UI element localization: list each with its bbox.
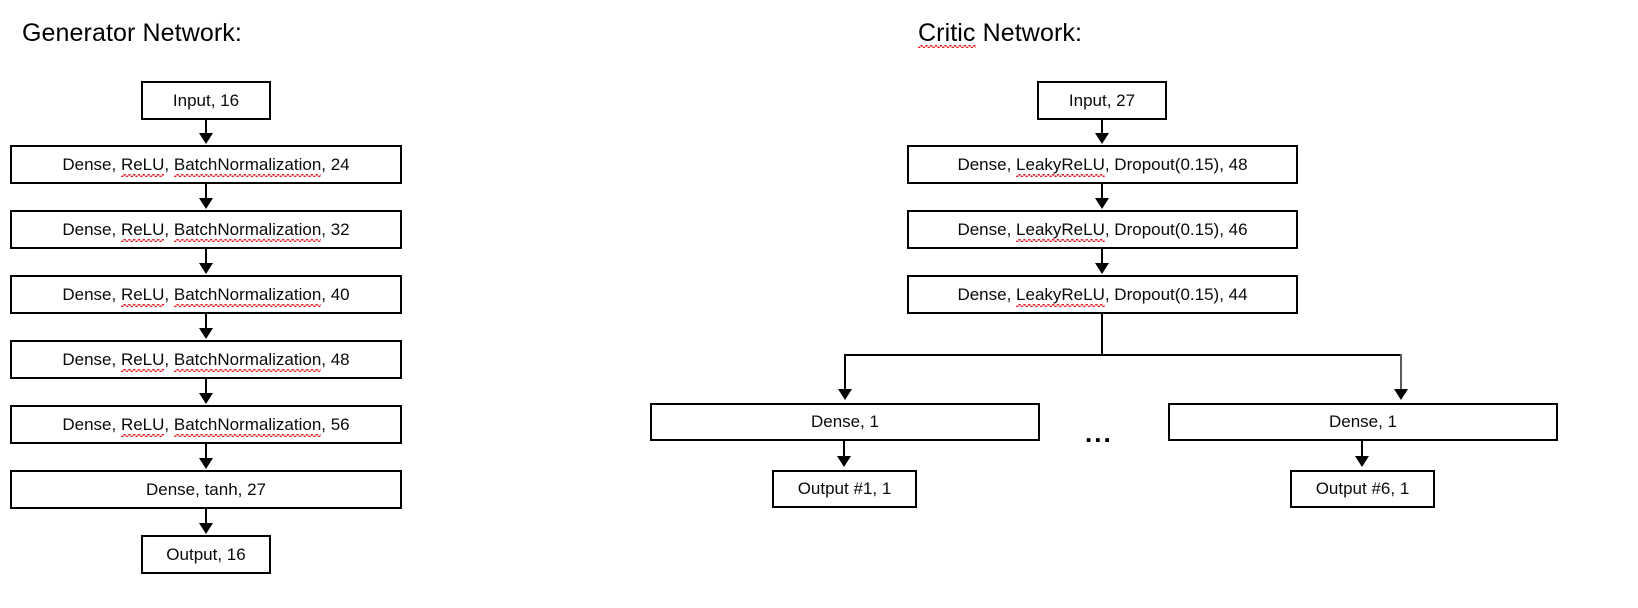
generator-arrowhead-dense48 bbox=[199, 328, 213, 339]
generator-edge-32-to-40 bbox=[205, 249, 207, 265]
critic-arrowhead-dense48 bbox=[1095, 133, 1109, 144]
critic-edge-input-to-dense48 bbox=[1101, 120, 1103, 137]
spellcheck-relu: ReLU bbox=[120, 414, 165, 437]
label-prefix: Dense, bbox=[62, 414, 121, 434]
label-suffix: , 56 bbox=[321, 414, 350, 434]
label-suffix: , 40 bbox=[321, 284, 350, 304]
critic-arrowhead-dense-head-6 bbox=[1394, 389, 1408, 400]
generator-arrowhead-dense40 bbox=[199, 263, 213, 274]
generator-node-dense-56-text: Dense, ReLU, BatchNormalization, 56 bbox=[62, 414, 350, 437]
generator-node-output[interactable]: Output, 16 bbox=[141, 535, 271, 574]
critic-node-dense-46[interactable]: Dense, LeakyReLU, Dropout(0.15), 46 bbox=[907, 210, 1298, 249]
critic-node-output-6[interactable]: Output #6, 1 bbox=[1290, 470, 1435, 508]
critic-arrowhead-dense44 bbox=[1095, 263, 1109, 274]
critic-edge-head6-to-output6 bbox=[1361, 441, 1363, 458]
label-prefix: Dense, bbox=[957, 219, 1017, 239]
spellcheck-relu: ReLU bbox=[120, 154, 165, 177]
critic-arrowhead-output-1 bbox=[837, 456, 851, 467]
spellcheck-relu: ReLU bbox=[120, 349, 165, 372]
critic-node-dense-44-text: Dense, LeakyReLU, Dropout(0.15), 44 bbox=[957, 284, 1248, 307]
critic-edge-branch-left bbox=[844, 354, 846, 391]
label-prefix: Dense, bbox=[62, 284, 121, 304]
generator-node-input[interactable]: Input, 16 bbox=[141, 81, 271, 120]
generator-node-dense-24-text: Dense, ReLU, BatchNormalization, 24 bbox=[62, 154, 350, 177]
critic-node-dense-head-1[interactable]: Dense, 1 bbox=[650, 403, 1040, 441]
spellcheck-batchnormalization: BatchNormalization bbox=[173, 219, 322, 242]
critic-edge-branch-right bbox=[1400, 354, 1402, 391]
spellcheck-batchnormalization: BatchNormalization bbox=[173, 284, 322, 307]
label-suffix: , Dropout(0.15), 44 bbox=[1104, 284, 1248, 304]
generator-node-dense-32[interactable]: Dense, ReLU, BatchNormalization, 32 bbox=[10, 210, 402, 249]
generator-edge-tanh-to-output bbox=[205, 509, 207, 525]
generator-node-dense-48-text: Dense, ReLU, BatchNormalization, 48 bbox=[62, 349, 350, 372]
spellcheck-critic: Critic bbox=[918, 19, 976, 48]
label-suffix: , 24 bbox=[321, 154, 350, 174]
generator-edge-input-to-dense24 bbox=[205, 120, 207, 137]
critic-arrowhead-dense46 bbox=[1095, 198, 1109, 209]
critic-edge-branch-trunk bbox=[1101, 314, 1103, 355]
critic-node-dense-46-text: Dense, LeakyReLU, Dropout(0.15), 46 bbox=[957, 219, 1248, 242]
spellcheck-batchnormalization: BatchNormalization bbox=[173, 154, 322, 177]
critic-branch-ellipsis: ... bbox=[1085, 418, 1113, 448]
generator-node-dense-tanh[interactable]: Dense, tanh, 27 bbox=[10, 470, 402, 509]
generator-arrowhead-tanh bbox=[199, 458, 213, 469]
generator-node-dense-40-text: Dense, ReLU, BatchNormalization, 40 bbox=[62, 284, 350, 307]
generator-arrowhead-dense24 bbox=[199, 133, 213, 144]
critic-edge-46-to-44 bbox=[1101, 249, 1103, 265]
label-prefix: Dense, bbox=[62, 154, 121, 174]
generator-arrowhead-dense56 bbox=[199, 393, 213, 404]
label-suffix: , Dropout(0.15), 46 bbox=[1104, 219, 1248, 239]
spellcheck-leakyrelu: LeakyReLU bbox=[1016, 154, 1105, 177]
generator-node-dense-48[interactable]: Dense, ReLU, BatchNormalization, 48 bbox=[10, 340, 402, 379]
label-mid: , bbox=[164, 219, 174, 239]
generator-node-dense-32-text: Dense, ReLU, BatchNormalization, 32 bbox=[62, 219, 350, 242]
spellcheck-batchnormalization: BatchNormalization bbox=[173, 349, 322, 372]
critic-edge-branch-bus bbox=[844, 354, 1401, 356]
critic-arrowhead-dense-head-1 bbox=[838, 389, 852, 400]
label-prefix: Dense, bbox=[62, 349, 121, 369]
spellcheck-relu: ReLU bbox=[120, 284, 165, 307]
spellcheck-batchnormalization: BatchNormalization bbox=[173, 414, 322, 437]
label-suffix: , 48 bbox=[321, 349, 350, 369]
label-mid: , bbox=[164, 414, 174, 434]
label-suffix: , Dropout(0.15), 48 bbox=[1104, 154, 1248, 174]
spellcheck-relu: ReLU bbox=[120, 219, 165, 242]
generator-node-dense-56[interactable]: Dense, ReLU, BatchNormalization, 56 bbox=[10, 405, 402, 444]
critic-network-title: Critic Network: bbox=[918, 18, 1082, 48]
critic-node-dense-44[interactable]: Dense, LeakyReLU, Dropout(0.15), 44 bbox=[907, 275, 1298, 314]
spellcheck-leakyrelu: LeakyReLU bbox=[1016, 219, 1105, 242]
critic-node-dense-48-text: Dense, LeakyReLU, Dropout(0.15), 48 bbox=[957, 154, 1248, 177]
critic-edge-48-to-46 bbox=[1101, 184, 1103, 200]
generator-node-dense-24[interactable]: Dense, ReLU, BatchNormalization, 24 bbox=[10, 145, 402, 184]
generator-arrowhead-output bbox=[199, 523, 213, 534]
label-suffix: , 32 bbox=[321, 219, 350, 239]
label-prefix: Dense, bbox=[957, 284, 1017, 304]
generator-network-title: Generator Network: bbox=[22, 19, 242, 47]
label-mid: , bbox=[164, 154, 174, 174]
label-mid: , bbox=[164, 349, 174, 369]
critic-node-output-1[interactable]: Output #1, 1 bbox=[772, 470, 917, 508]
generator-edge-56-to-tanh bbox=[205, 444, 207, 460]
critic-arrowhead-output-6 bbox=[1355, 456, 1369, 467]
generator-edge-48-to-56 bbox=[205, 379, 207, 395]
critic-edge-head1-to-output1 bbox=[843, 441, 845, 458]
generator-edge-40-to-48 bbox=[205, 314, 207, 330]
generator-edge-24-to-32 bbox=[205, 184, 207, 200]
generator-arrowhead-dense32 bbox=[199, 198, 213, 209]
critic-node-dense-48[interactable]: Dense, LeakyReLU, Dropout(0.15), 48 bbox=[907, 145, 1298, 184]
label-mid: , bbox=[164, 284, 174, 304]
critic-node-input[interactable]: Input, 27 bbox=[1037, 81, 1167, 120]
label-prefix: Dense, bbox=[62, 219, 121, 239]
label-prefix: Dense, bbox=[957, 154, 1017, 174]
critic-title-rest: Network: bbox=[975, 19, 1083, 47]
generator-node-dense-40[interactable]: Dense, ReLU, BatchNormalization, 40 bbox=[10, 275, 402, 314]
critic-node-dense-head-6[interactable]: Dense, 1 bbox=[1168, 403, 1558, 441]
spellcheck-leakyrelu: LeakyReLU bbox=[1016, 284, 1105, 307]
